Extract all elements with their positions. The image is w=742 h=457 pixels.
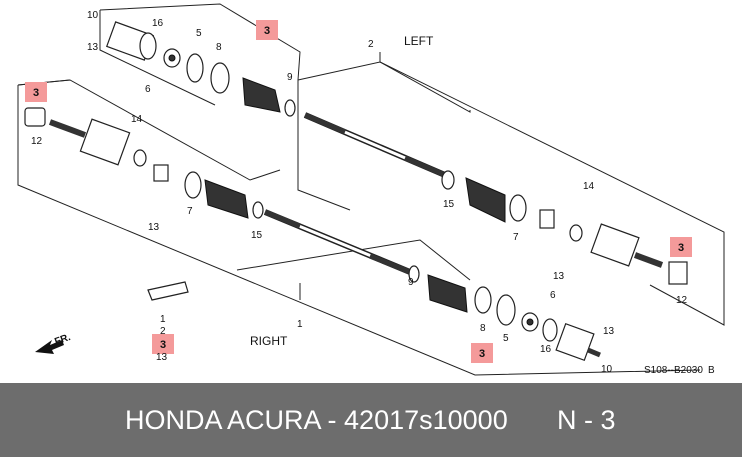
inner-boot-lower bbox=[408, 265, 516, 326]
parts-diagram: 3 3 3 3 3 10 13 16 5 8 9 2 6 12 14 7 13 … bbox=[17, 3, 725, 376]
callout-14: 14 bbox=[131, 114, 143, 125]
footer-banner: HONDA ACURA - 42017s10000 N - 3 bbox=[0, 383, 742, 457]
callout-7: 7 bbox=[187, 206, 193, 217]
callout-13: 13 bbox=[156, 352, 168, 363]
inner-joint-upper bbox=[539, 209, 688, 285]
callout-7: 7 bbox=[513, 232, 519, 243]
svg-text:3: 3 bbox=[160, 339, 166, 351]
svg-text:3: 3 bbox=[678, 242, 684, 254]
highlight-3-left: 3 bbox=[25, 82, 47, 102]
highlight-3-bottom-left: 3 bbox=[152, 334, 174, 354]
callout-10: 10 bbox=[87, 10, 99, 21]
left-shaft-frame bbox=[297, 61, 471, 113]
callout-15: 15 bbox=[443, 199, 455, 210]
callout-2: 2 bbox=[368, 39, 374, 50]
part-number-text: HONDA ACURA - 42017s10000 bbox=[125, 405, 508, 435]
callout-2: 2 bbox=[160, 326, 166, 337]
bracket-part bbox=[147, 281, 189, 301]
svg-text:3: 3 bbox=[264, 25, 270, 37]
callout-13: 13 bbox=[87, 42, 99, 53]
callout-13: 13 bbox=[603, 326, 615, 337]
callout-1: 1 bbox=[297, 319, 303, 330]
callout-5: 5 bbox=[503, 333, 509, 344]
boot-lower bbox=[204, 179, 264, 219]
svg-text:3: 3 bbox=[33, 87, 39, 99]
clamp-band-upper bbox=[186, 53, 230, 94]
svg-text:3: 3 bbox=[479, 348, 485, 360]
dust-seal-lower bbox=[24, 107, 46, 127]
callout-8: 8 bbox=[480, 323, 486, 334]
inner-joint-lower bbox=[521, 312, 601, 362]
callout-6: 6 bbox=[550, 290, 556, 301]
front-arrow-icon bbox=[35, 340, 64, 354]
label-right: RIGHT bbox=[250, 334, 288, 348]
boot-upper bbox=[242, 77, 296, 117]
outer-cv-joint-upper bbox=[105, 21, 181, 68]
callout-15: 15 bbox=[251, 230, 263, 241]
front-label: FR. bbox=[53, 332, 72, 348]
callout-13: 13 bbox=[148, 222, 160, 233]
callout-16: 16 bbox=[152, 18, 164, 29]
callout-1: 1 bbox=[160, 314, 166, 325]
shaft-lower bbox=[263, 209, 412, 275]
callout-13: 13 bbox=[553, 271, 565, 282]
highlight-3-upper: 3 bbox=[256, 20, 278, 40]
clamp-band-lower bbox=[184, 171, 202, 199]
callout-12: 12 bbox=[31, 136, 43, 147]
callout-16: 16 bbox=[540, 344, 552, 355]
callout-9: 9 bbox=[287, 72, 293, 83]
highlight-3-right: 3 bbox=[670, 237, 692, 257]
label-left: LEFT bbox=[404, 34, 434, 48]
callout-10: 10 bbox=[601, 364, 613, 375]
shaft-upper bbox=[303, 112, 447, 178]
diagram-code-suffix: B bbox=[708, 365, 715, 376]
callout-14: 14 bbox=[583, 181, 595, 192]
diagram-code: S108--B2030 bbox=[644, 365, 703, 376]
callout-9: 9 bbox=[408, 277, 414, 288]
quantity-text: N - 3 bbox=[557, 405, 616, 435]
highlight-3-bottom: 3 bbox=[471, 343, 493, 363]
callout-12: 12 bbox=[676, 295, 688, 306]
callout-5: 5 bbox=[196, 28, 202, 39]
inner-boot-upper bbox=[441, 170, 527, 223]
right-shaft-frame bbox=[17, 79, 281, 181]
outer-cv-joint-lower bbox=[48, 118, 169, 182]
callout-6: 6 bbox=[145, 84, 151, 95]
callout-8: 8 bbox=[216, 42, 222, 53]
